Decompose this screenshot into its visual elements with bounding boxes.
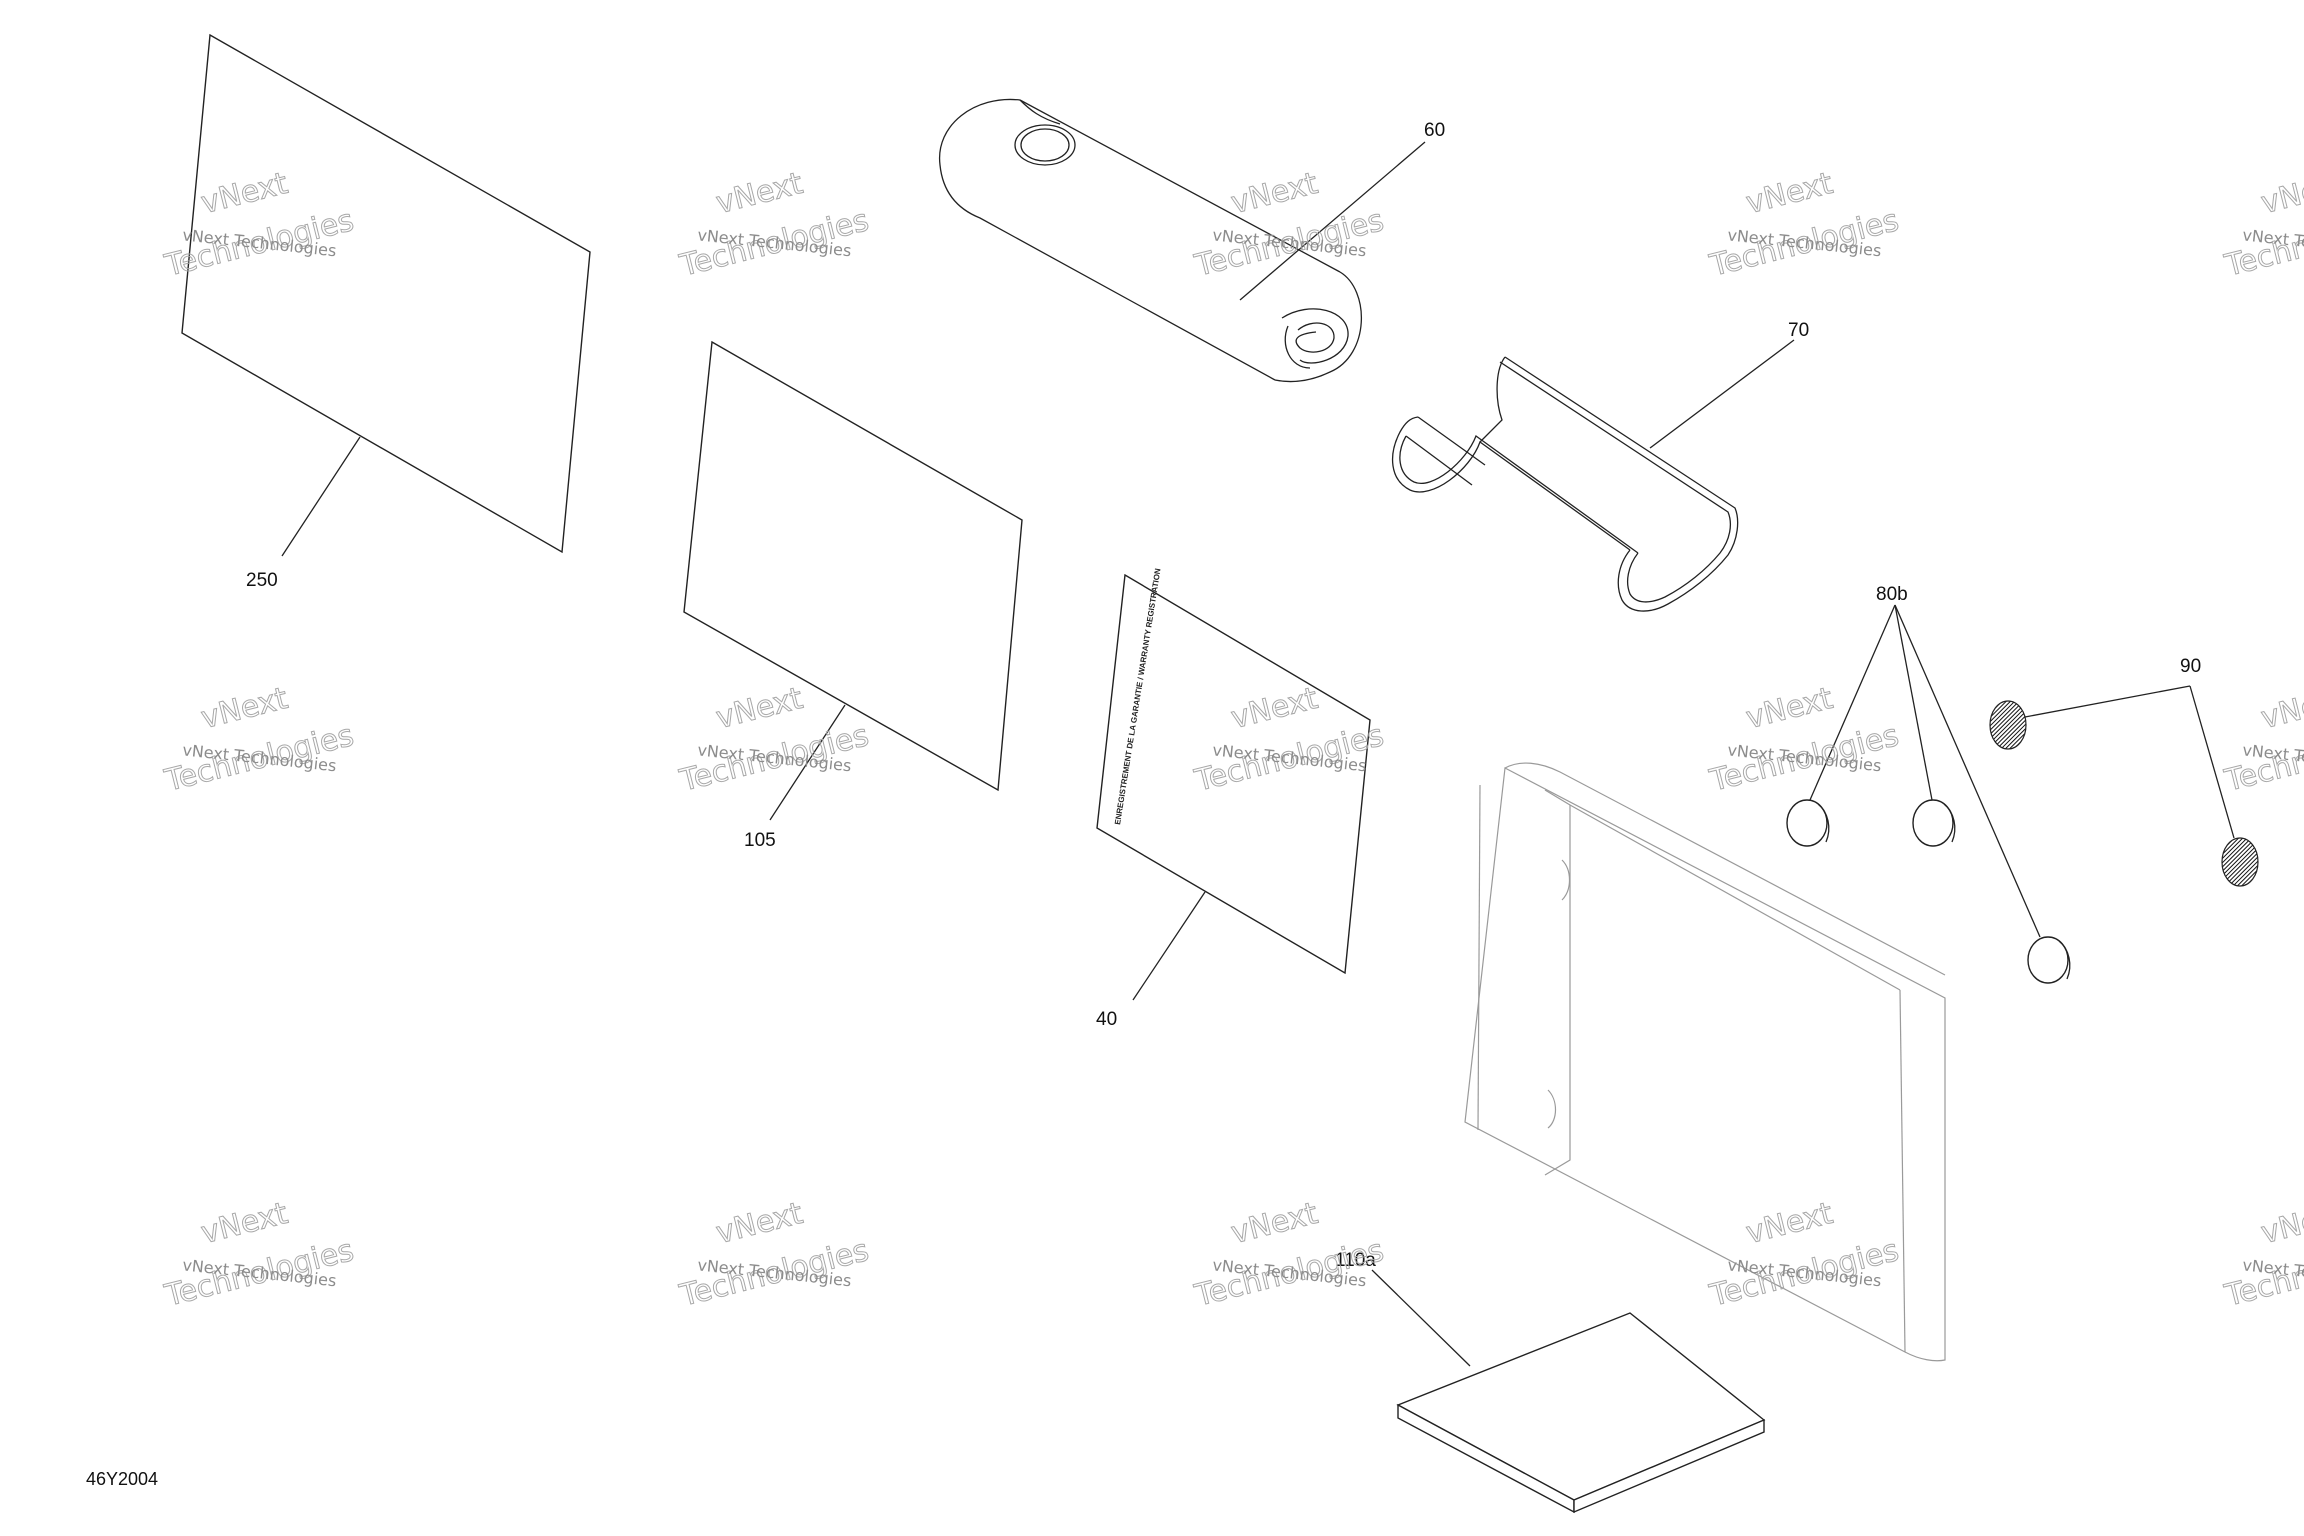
watermark: vNext Technologies vNext Technologies <box>1190 165 1387 284</box>
watermark: vNext Technologies vNext Technologies <box>160 1195 357 1314</box>
svg-text:vNext: vNext <box>1743 1196 1837 1251</box>
drawing-code: 46Y2004 <box>86 1469 158 1489</box>
svg-text:vNext: vNext <box>2258 681 2304 736</box>
label-90: 90 <box>2180 656 2201 677</box>
part-labels: 250 105 40 60 70 80b 90 110a <box>246 120 2201 1271</box>
svg-text:vNext: vNext <box>713 681 807 736</box>
svg-text:vNext: vNext <box>713 166 807 221</box>
svg-text:vNext: vNext <box>1743 681 1837 736</box>
watermark: vNext Technologies vNext Technologies <box>2220 1195 2304 1314</box>
label-110a: 110a <box>1335 1250 1376 1271</box>
leader-lines <box>281 141 2235 1367</box>
svg-text:vNext: vNext <box>713 1196 807 1251</box>
label-250: 250 <box>246 570 278 591</box>
watermark: vNext Technologies vNext Technologies <box>675 165 872 284</box>
svg-text:vNext: vNext <box>1228 1196 1322 1251</box>
label-40: 40 <box>1096 1009 1117 1030</box>
watermark: vNext Technologies vNext Technologies <box>2220 165 2304 284</box>
part-40-warranty-card: ENREGISTREMENT DE LA GARANTIE / WARRANTY… <box>1096 567 1371 975</box>
svg-text:vNext: vNext <box>2258 166 2304 221</box>
part-90-discs <box>1989 700 2259 887</box>
label-70: 70 <box>1788 320 1809 341</box>
label-80b: 80b <box>1876 584 1908 605</box>
watermark: vNext Technologies vNext Technologies <box>1190 1195 1387 1314</box>
svg-text:vNext: vNext <box>198 681 292 736</box>
part-80b-buttons <box>1786 799 2071 984</box>
part-60-rolled-mat <box>939 98 1362 383</box>
watermark: vNext Technologies vNext Technologies <box>1705 165 1902 284</box>
svg-text:vNext: vNext <box>2258 1196 2304 1251</box>
case-outline <box>1464 762 1946 1362</box>
watermark: vNext Technologies vNext Technologies <box>160 680 357 799</box>
part-105-sheet <box>683 340 1023 792</box>
watermark: vNext Technologies vNext Technologies <box>2220 680 2304 799</box>
part-70-holder <box>1391 356 1739 612</box>
label-105: 105 <box>744 830 776 851</box>
watermark: vNext Technologies vNext Technologies <box>1705 1195 1902 1314</box>
watermark: vNext Technologies vNext Technologies <box>1705 680 1902 799</box>
part-110a-pad <box>1396 1312 1766 1514</box>
watermark: vNext Technologies vNext Technologies <box>675 1195 872 1314</box>
label-60: 60 <box>1424 120 1445 141</box>
svg-text:vNext: vNext <box>1743 166 1837 221</box>
part-250-sheet <box>181 33 591 554</box>
svg-text:vNext: vNext <box>198 1196 292 1251</box>
svg-text:vNext: vNext <box>1228 166 1322 221</box>
